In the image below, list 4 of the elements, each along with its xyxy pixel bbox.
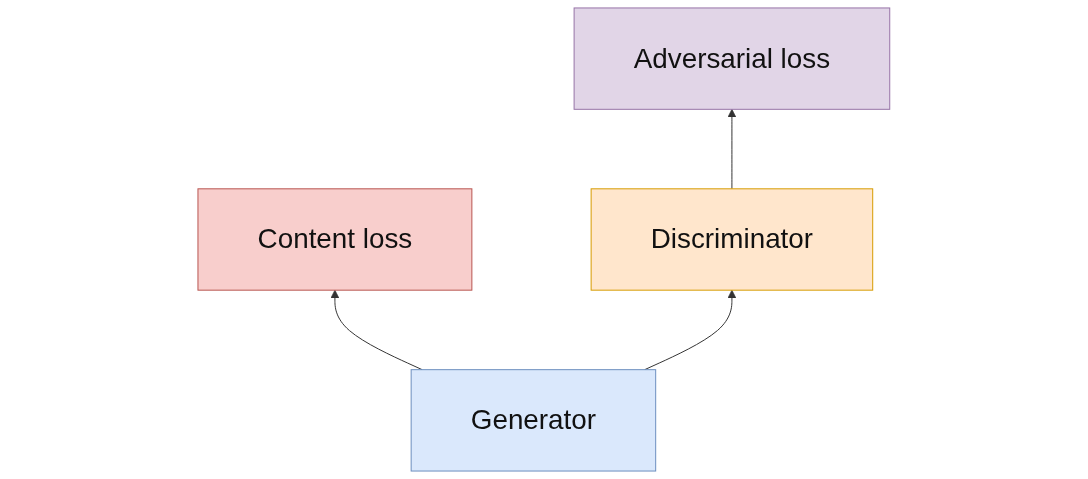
node-box: Content loss bbox=[197, 188, 473, 291]
node-box: Adversarial loss bbox=[573, 7, 891, 110]
node-box: Generator bbox=[410, 369, 657, 472]
node-box: Discriminator bbox=[590, 188, 874, 291]
